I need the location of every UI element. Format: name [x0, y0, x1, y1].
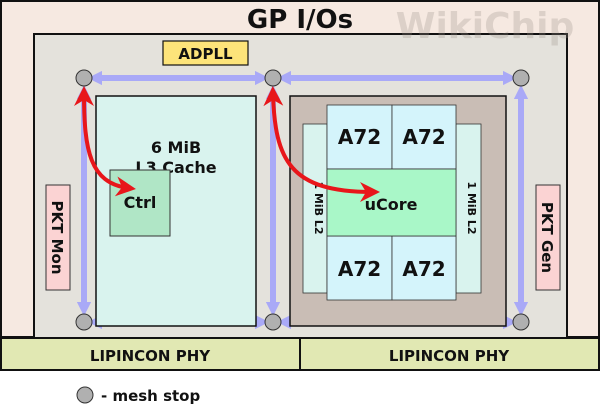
svg-text:6 MiB: 6 MiB: [151, 138, 201, 157]
pkt-gen-block: PKT Gen: [535, 184, 561, 291]
phy-row: LIPINCON PHY LIPINCON PHY: [0, 337, 600, 371]
phy-block: [0, 337, 301, 371]
a72-label: A72: [338, 257, 381, 281]
l2-cache-right: [455, 123, 482, 294]
phy-block: [299, 337, 600, 371]
svg-text:PKT Mon: PKT Mon: [48, 201, 66, 275]
a72-core: [391, 235, 457, 301]
mesh-stop-icon: [512, 69, 530, 87]
svg-text:PKT Gen: PKT Gen: [538, 202, 556, 273]
a72-label: A72: [402, 125, 445, 149]
l2-left-label: 1 MiB L2: [312, 181, 325, 234]
mesh-stop-icon: [75, 69, 93, 87]
mesh-stop-icon: [76, 386, 94, 404]
ucore-label: uCore: [365, 195, 418, 214]
mesh-stops: [75, 69, 530, 331]
route-arrow-ucore: [263, 86, 380, 202]
pkt-mon-block: PKT Mon: [45, 184, 71, 291]
gp-io-title: GP I/Os: [247, 5, 353, 35]
mesh-stop-icon: [512, 313, 530, 331]
cpu-cluster: 1 MiB L2 1 MiB L2 A72 A72 A72 A72 uCore: [289, 95, 507, 327]
a72-label: A72: [338, 125, 381, 149]
mesh-stop-icon: [75, 313, 93, 331]
legend-label: - mesh stop: [101, 387, 200, 405]
mesh-stop-icon: [264, 313, 282, 331]
l2-right-label: 1 MiB L2: [465, 181, 478, 234]
svg-text:Ctrl: Ctrl: [124, 193, 157, 212]
a72-label: A72: [402, 257, 445, 281]
svg-text:ADPLL: ADPLL: [178, 45, 233, 63]
a72-core: [326, 235, 393, 301]
phy-label: LIPINCON PHY: [90, 347, 211, 365]
wikichip-watermark: WikiChip: [396, 6, 575, 47]
phy-label: LIPINCON PHY: [389, 347, 510, 365]
route-arrows: [74, 86, 380, 202]
l3-ctrl-block: Ctrl: [109, 169, 171, 237]
legend: - mesh stop: [76, 386, 200, 405]
route-arrow-ctrl: [74, 86, 136, 197]
mesh-stop-icon: [264, 69, 282, 87]
adpll-block: ADPLL: [162, 40, 249, 66]
a72-core: [391, 104, 457, 170]
